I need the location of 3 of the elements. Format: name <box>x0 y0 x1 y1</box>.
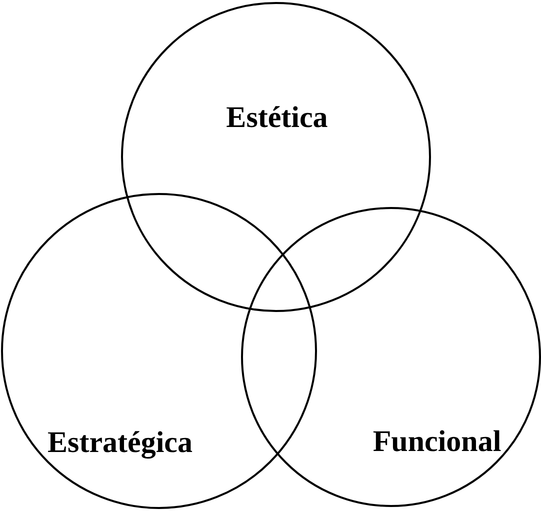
circle-label: Estratégica <box>48 428 192 458</box>
circle-label: Estética <box>226 103 328 133</box>
circle-label: Funcional <box>372 427 502 457</box>
